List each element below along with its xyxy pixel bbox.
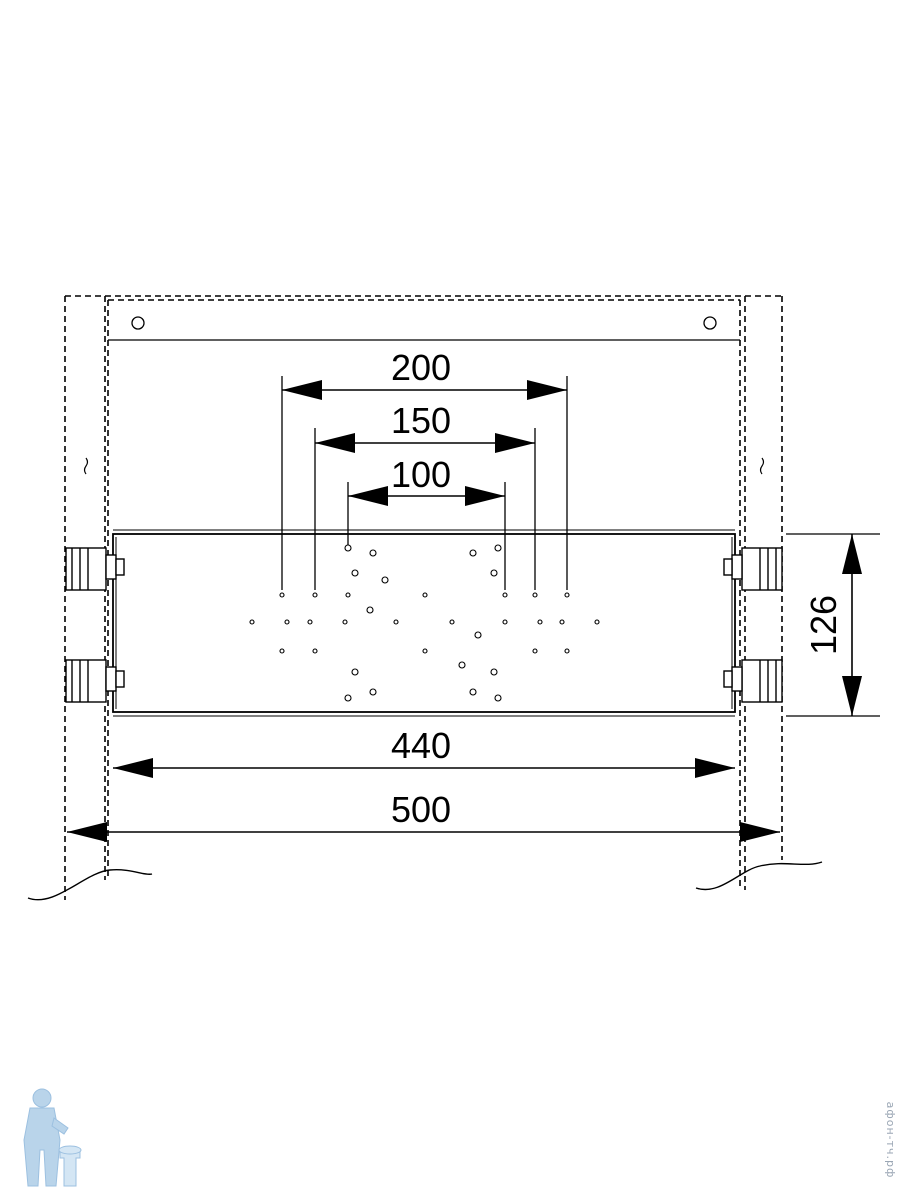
- bracket-left-top: [65, 547, 125, 591]
- bracket-right-bottom: [723, 659, 783, 703]
- watermark-text: афон-тч.рф: [884, 1102, 897, 1179]
- label-150: 150: [391, 400, 451, 441]
- label-126: 126: [803, 595, 844, 655]
- bracket-left-bottom: [65, 659, 125, 703]
- top-rail: [108, 316, 740, 341]
- label-100: 100: [391, 454, 451, 495]
- mounting-plate: [112, 529, 736, 717]
- break-lines: [27, 861, 823, 901]
- plumber-logo: [23, 1088, 82, 1187]
- label-440: 440: [391, 725, 451, 766]
- mounting-holes: [249, 544, 600, 702]
- label-500: 500: [391, 789, 451, 830]
- dimension-labels: 200 150 100 440 500 126: [391, 347, 844, 830]
- extension-lines: [281, 376, 880, 717]
- label-200: 200: [391, 347, 451, 388]
- side-markers: [83, 457, 765, 475]
- bracket-right-top: [723, 547, 783, 591]
- dimension-lines: [67, 380, 862, 842]
